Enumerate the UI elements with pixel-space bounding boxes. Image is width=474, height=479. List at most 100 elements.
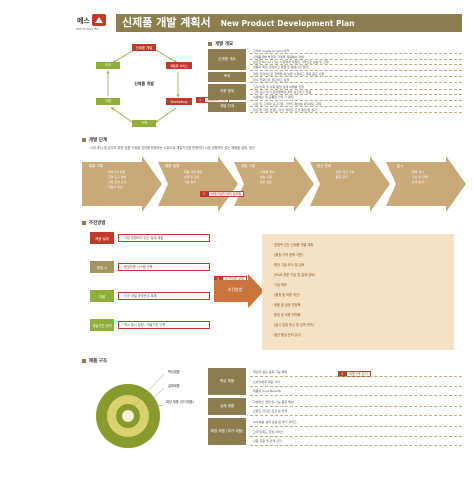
bullet-icon — [82, 220, 86, 225]
method-target-line: · 해당 기술 조사 및 검토 — [272, 263, 305, 267]
method-step-label: 품질 Q — [90, 261, 114, 273]
stage-arrow-item: · 기능 정의 — [182, 180, 196, 184]
callout-label: 개발계획 단계 — [204, 97, 229, 103]
callout-label: 추진방법 상세 — [222, 276, 247, 282]
method-step-label: 개발 — [90, 290, 114, 302]
table-row: 고객 만족 및 사용 품질 설계 아래를 진행 — [250, 84, 462, 90]
cycle-center-label: 신제품 개발 — [134, 81, 154, 86]
stage-arrow-shape — [386, 156, 466, 212]
overview-table: 개발 개요 — [208, 41, 462, 49]
stage-arrow-head: 개발 시험 — [240, 164, 256, 168]
section-development-stage-title: 개발 단계 — [82, 137, 107, 143]
stage-arrow-shape — [82, 156, 162, 212]
table-row: 경영 전략적으로 정책을 외 보완 수정하고 계획 중요 사항 — [250, 72, 462, 78]
stage-arrow-head: 발굴 기획 — [88, 164, 104, 168]
table-row: 고객의 needs & want 파악 — [250, 49, 462, 55]
method-step-desc: · 시장 경쟁력이 있는 설계 개발 — [118, 234, 210, 242]
method-step-desc: · 신규 개발 공정관리 체계 — [118, 292, 210, 300]
method-step-desc: · 적시 출시 일정 / 개발기간 단축 — [118, 321, 210, 329]
logo-subtext: DEPTH DOCS LTD — [76, 28, 99, 31]
cycle-node-new-product: 신제품 개발 — [132, 44, 156, 51]
stage-arrow-item: · 아이디어 발굴 — [106, 170, 126, 174]
stage-arrow-shape — [310, 156, 390, 212]
stage-arrow-shape — [158, 156, 238, 212]
table-row: 필요한 Price 나가는 시장에게 적절한 가격으로 상승 및 진행 — [250, 60, 462, 66]
header-bar — [116, 14, 462, 32]
section-structure-title: 제품 구조 — [82, 358, 107, 364]
table-row-label: 적용 범위 — [208, 84, 246, 100]
table-row: 이번에는 및 공통된 전략 가 확립 — [250, 95, 462, 101]
stage-arrow-item: · 생산 라인 구성 — [334, 170, 355, 174]
product-structure-rings — [96, 373, 165, 448]
method-step-label: 제품 설계 — [90, 232, 114, 244]
stage-arrow-item: · 양산 검증 — [258, 180, 272, 184]
stage-arrow-head: 출시 — [396, 164, 404, 168]
cycle-node-profit: 수익 — [96, 62, 120, 69]
ring-label-augmented: 확장 제품 (부가제품) — [166, 400, 194, 404]
stage-arrow-item: · 고객 요구 분석 — [106, 175, 127, 179]
stage-arrow-item: · 성능 시험 — [258, 175, 272, 179]
stage-arrow-item: · 판매 개시 — [410, 170, 424, 174]
stage-arrow-item: · 성과 분석 — [410, 180, 424, 184]
callout-number: 1 — [196, 97, 205, 103]
development-stage-arrows: 발굴 기획· 아이디어 발굴· 고객 요구 분석· 시장 환경 조사· 기획서 … — [82, 156, 466, 212]
structure-row: 제품의 Core Benefit — [250, 387, 462, 397]
bullet-icon — [82, 137, 86, 142]
table-row: 당시 전략으로 판단하고 실행 — [250, 78, 462, 83]
stage-arrow-item: · 제품 사양 결정 — [182, 170, 203, 174]
structure-row: 소비자에게 제공 가치 — [250, 377, 462, 387]
structure-row-label: 확장 제품 (부가 제품) — [208, 418, 246, 446]
table-row-label: 개발 단계 — [208, 102, 246, 112]
cycle-node-marketing: Marketing — [166, 98, 192, 105]
structure-row: 핵심의 필요 충족 기능 혜택 — [250, 368, 462, 378]
method-step-label: 개발기간 관리 — [90, 319, 114, 331]
cycle-node-business: 사업 — [96, 98, 120, 105]
logo: 메스 DEPTH DOCS LTD — [76, 12, 110, 34]
ring-label-core: 핵심제품 — [168, 370, 180, 374]
method-target-line: · 생산 품질 관리 유지 — [272, 333, 301, 337]
table-row: 시장 및 고객의 요구사항, 기술적 확보를 평가하는 과정 — [250, 102, 462, 108]
stage-arrow-item: · 기획서 작성 — [106, 185, 123, 189]
table-row-label: 신제품 개요 — [208, 49, 246, 70]
method-target-label: 추진방법 — [227, 287, 243, 292]
table-row: 고객 요구 및 시장개발부의 경우 보조하고 있음 — [250, 90, 462, 96]
overview-table-title: 개발 개요 — [208, 41, 462, 47]
logo-mark-icon — [92, 14, 106, 26]
method-target-line: · 기술 확보 — [272, 283, 287, 287]
callout-number: 3 — [214, 276, 223, 282]
method-target-line: · 품질 및 비용 최적화 — [272, 313, 301, 317]
title-korean: 신제품 개발 계획서 — [122, 16, 211, 29]
section-method-title: 추진방법 — [82, 220, 106, 226]
structure-row: A/S 배송 설치 보증 등 부가 서비스 — [250, 418, 462, 428]
method-target-panel — [262, 234, 454, 350]
stage-arrow-head: 양산 준비 — [316, 164, 332, 168]
page-title: 신제품 개발 계획서 New Product Development Plan — [122, 14, 355, 32]
stage-arrow-head: 제품 설계 — [164, 164, 180, 168]
stage-arrow-item: · 시제품 제작 — [258, 170, 275, 174]
table-row: 제품의 특징 개선하고 경쟁 및 틈새시장 발견 — [250, 65, 462, 71]
method-target-line: (R&D 부문 기술 및 설계 검토) — [272, 273, 316, 277]
stage-arrow-item: · 홍보 및 판매 — [410, 175, 428, 179]
method-target-arrow — [214, 274, 264, 308]
callout-label: 제품구조 분석 — [346, 371, 371, 377]
bullet-icon — [208, 41, 212, 46]
logo-text: 메스 — [77, 17, 90, 25]
title-english: New Product Development Plan — [220, 19, 355, 28]
method-target-line: (품질 가격 정책 기준) — [272, 253, 304, 257]
ring-label-actual: 실체제품 — [168, 384, 180, 388]
stage-arrow-shape — [234, 156, 314, 212]
method-target-line: (품질 및 비용 개선) — [272, 293, 301, 297]
structure-row: 사용 지원 및 관계 관리 — [250, 437, 462, 447]
bullet-icon — [82, 358, 86, 363]
structure-row: 브랜드 디자인 포장 등 외형 — [250, 407, 462, 417]
cycle-arrows — [106, 49, 180, 123]
callout-label: 제품개발단계에 필요함 — [208, 191, 245, 197]
cycle-node-price: 가격 — [132, 120, 156, 127]
stage-arrow-item: · 시장 환경 조사 — [106, 180, 127, 184]
stage-arrow-item: · 품질 관리 — [334, 175, 348, 179]
